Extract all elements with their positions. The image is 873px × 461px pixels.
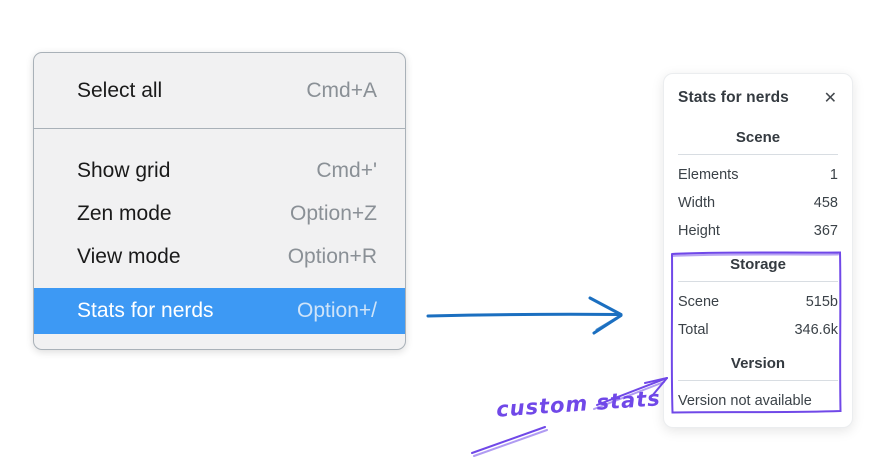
stat-value: 515b [805, 294, 838, 310]
section-divider [678, 154, 838, 155]
version-note: Version not available [678, 393, 812, 409]
stat-label: Elements [678, 167, 739, 183]
stats-panel-title: Stats for nerds [678, 89, 789, 106]
close-icon[interactable]: ✕ [823, 88, 837, 107]
stat-label: Scene [678, 294, 720, 310]
stat-value: 1 [829, 167, 838, 183]
menu-item-label: Select all [77, 78, 163, 102]
menu-item-label: Show grid [77, 158, 171, 182]
menu-item-label: View mode [77, 244, 181, 268]
section-heading-scene: Scene [735, 129, 781, 146]
menu-item-view-mode[interactable]: View mode Option+R [34, 235, 405, 278]
menu-divider [34, 128, 405, 129]
stat-row-width: Width 458 [678, 189, 838, 217]
stat-row-total-storage: Total 346.6k [678, 316, 838, 344]
stat-label: Total [678, 322, 709, 338]
annotation-label: custom stats [495, 386, 662, 422]
stats-panel: Stats for nerds ✕ Scene Elements 1 Width… [663, 73, 853, 428]
stat-label: Width [678, 195, 716, 211]
menu-item-zen-mode[interactable]: Zen mode Option+Z [34, 192, 405, 235]
stat-value: 367 [813, 223, 838, 239]
menu-item-shortcut: Cmd+' [316, 158, 377, 182]
menu-item-shortcut: Cmd+A [306, 78, 377, 102]
stat-value: 458 [813, 195, 838, 211]
stat-row-elements: Elements 1 [678, 161, 838, 189]
stat-row-scene-storage: Scene 515b [678, 288, 838, 316]
menu-section: Show grid Cmd+' Zen mode Option+Z View m… [34, 129, 405, 334]
stat-value: 346.6k [794, 322, 838, 338]
menu-item-label: Stats for nerds [77, 299, 214, 322]
menu-item-shortcut: Option+/ [297, 299, 377, 322]
menu-item-shortcut: Option+R [287, 244, 377, 268]
menu-item-label: Zen mode [77, 201, 172, 225]
menu-item-show-grid[interactable]: Show grid Cmd+' [34, 149, 405, 192]
stats-panel-header: Stats for nerds ✕ [678, 86, 838, 110]
menu-item-stats-for-nerds[interactable]: Stats for nerds Option+/ [34, 288, 405, 334]
section-heading-storage: Storage [730, 256, 786, 273]
section-divider [678, 380, 838, 381]
flow-arrow-icon [426, 296, 623, 335]
context-menu: Select all Cmd+A Show grid Cmd+' Zen mod… [33, 52, 406, 350]
stat-label: Height [678, 223, 720, 239]
menu-item-select-all[interactable]: Select all Cmd+A [34, 53, 405, 128]
section-heading-version: Version [730, 355, 786, 372]
stat-row-height: Height 367 [678, 217, 838, 245]
menu-item-shortcut: Option+Z [290, 201, 377, 225]
section-divider [678, 281, 838, 282]
